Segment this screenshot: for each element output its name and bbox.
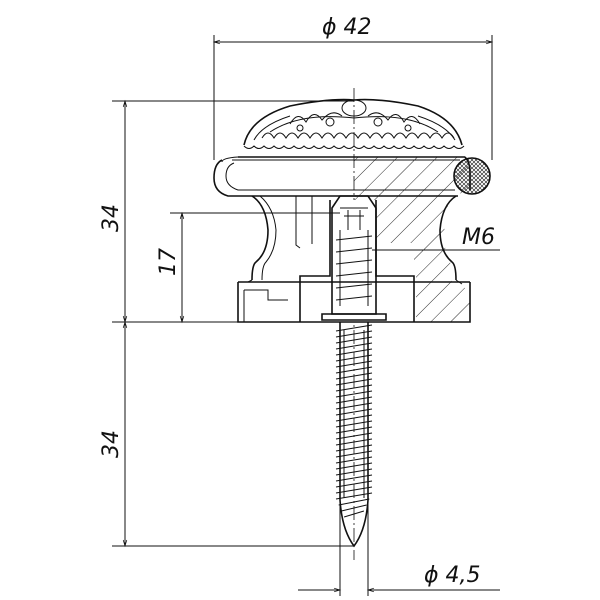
label-thread: M6: [462, 225, 495, 250]
dim-thread: M6: [372, 225, 500, 251]
label-height-base: 17: [156, 248, 181, 276]
dim-height-knob: 34: [99, 99, 354, 324]
dim-height-base: 17: [156, 211, 340, 324]
decorative-cap: [243, 98, 463, 146]
label-height-knob: 34: [99, 204, 124, 232]
label-diameter-screw: ϕ 4,5: [424, 563, 481, 588]
base: [237, 281, 471, 323]
label-height-screw: 34: [99, 430, 124, 458]
knob-body: [213, 98, 471, 323]
dim-height-screw: 34: [99, 320, 354, 548]
bumper-ring: [453, 157, 491, 195]
dim-diameter-screw: ϕ 4,5: [298, 500, 500, 596]
dim-diameter-top: ϕ 42: [212, 15, 494, 160]
label-diameter-top: ϕ 42: [322, 15, 372, 40]
washer: [321, 313, 387, 321]
ornament: [261, 112, 455, 139]
screw-threads: [335, 324, 373, 518]
flange: [213, 156, 465, 197]
neck: [251, 195, 269, 281]
